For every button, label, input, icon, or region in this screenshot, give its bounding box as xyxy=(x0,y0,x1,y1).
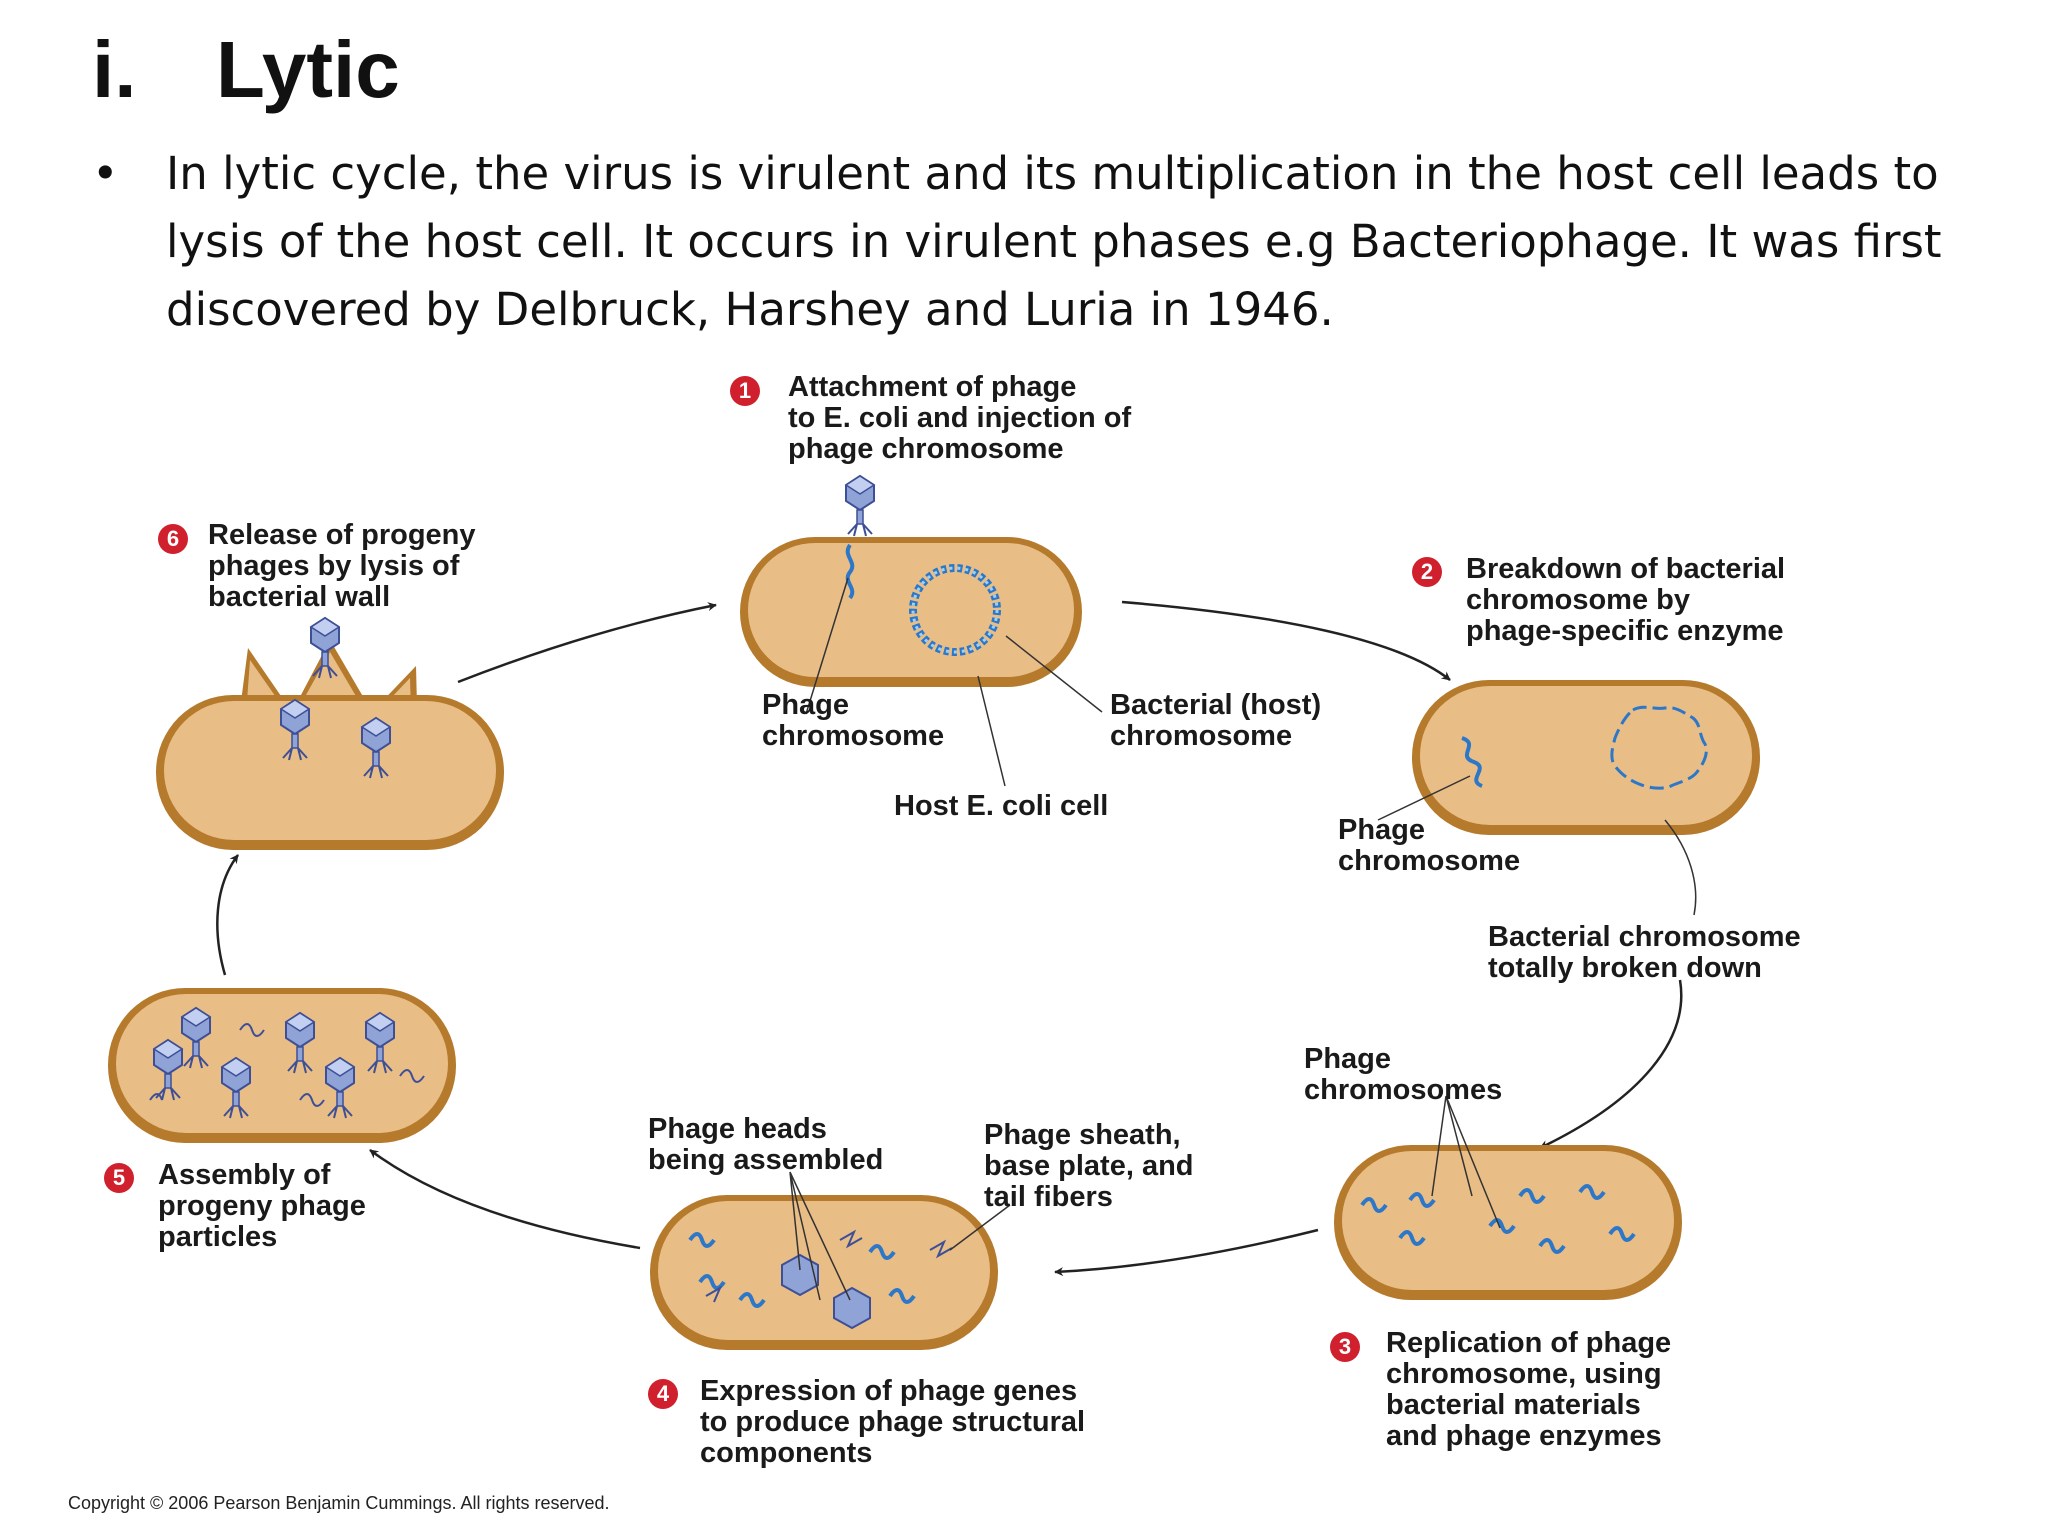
bullet-text: In lytic cycle, the virus is virulent an… xyxy=(166,147,1942,336)
injected-phage-dna xyxy=(845,543,855,600)
cell-attachment xyxy=(740,475,1082,687)
bullet-symbol: • xyxy=(92,147,119,200)
label-phage-heads: Phage heads being assembled xyxy=(648,1113,884,1176)
step-1-badge: 1 xyxy=(730,376,760,406)
cell-expression xyxy=(650,1195,998,1350)
step-4-badge: 4 xyxy=(648,1379,678,1409)
step-3-badge: 3 xyxy=(1330,1332,1360,1362)
arrow-1-to-2 xyxy=(1121,600,1451,681)
label-host-ecoli-cell: Host E. coli cell xyxy=(894,790,1109,822)
step-5-badge: 5 xyxy=(104,1163,134,1193)
copyright-notice: Copyright © 2006 Pearson Benjamin Cummin… xyxy=(68,1493,610,1513)
arrow-3-to-4 xyxy=(1054,1228,1319,1277)
title-text: Lytic xyxy=(216,25,400,114)
step-6-badge: 6 xyxy=(158,524,188,554)
label-bacterial-chromosome-broken: Bacterial chromosome totally broken down xyxy=(1488,921,1801,984)
cell-release xyxy=(156,617,504,850)
fragmented-chromosome xyxy=(1610,705,1708,790)
label-phage-sheath: Phage sheath, base plate, and tail fiber… xyxy=(984,1119,1194,1213)
title-number: i. xyxy=(92,25,137,114)
cell-breakdown xyxy=(1412,680,1760,835)
label-phage-chromosomes: Phage chromosomes xyxy=(1304,1043,1503,1106)
arrow-6-to-1 xyxy=(457,602,717,684)
step-2-badge: 2 xyxy=(1412,557,1442,587)
arrow-2-to-3 xyxy=(1539,979,1683,1150)
label-phage-chromosome-1: Phage chromosome xyxy=(762,689,945,752)
arrow-4-to-5 xyxy=(369,1148,641,1250)
cell-replication xyxy=(1334,1145,1682,1300)
arrow-5-to-6 xyxy=(216,854,239,976)
label-bacterial-host-chromosome: Bacterial (host) chromosome xyxy=(1110,689,1322,752)
cell-assembly xyxy=(108,988,456,1143)
slide-title: i. Lytic xyxy=(92,18,400,122)
label-phage-chromosome-2: Phage chromosome xyxy=(1338,814,1521,877)
